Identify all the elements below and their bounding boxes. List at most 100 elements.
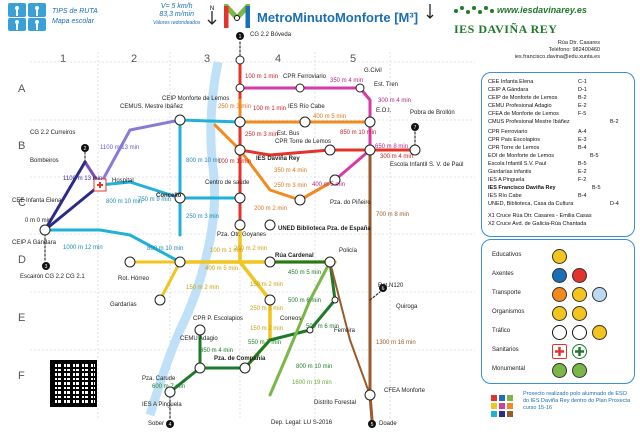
- segment-label: 450 m 5 min: [288, 270, 322, 276]
- station-label: CEIP A Gándara: [12, 240, 56, 246]
- segment-label: 1000 m 12 min: [63, 245, 103, 251]
- station-label: Policía: [339, 248, 358, 254]
- station-label: CEMUS. Mestre Ibáñez: [120, 104, 184, 110]
- badge-4: 4: [169, 422, 172, 428]
- taxi-icon: [592, 287, 607, 302]
- legend-category: Tráfico: [492, 328, 511, 334]
- segment-label: 400 m 5 min: [313, 114, 347, 120]
- legend-category: Educativos: [492, 252, 522, 258]
- school-name: IES DAVIÑA REY: [454, 22, 558, 36]
- segment-label: 300 m 4 min: [380, 154, 414, 160]
- legend-place: X2 Cruce Avd. de Galicia-Rúa Chantada: [488, 221, 587, 227]
- station-label: E.O.I.: [376, 108, 392, 114]
- school-logo-icon: [452, 3, 494, 19]
- legend-category: Sanitarios: [492, 347, 519, 353]
- segment-label: 800 m 10 min: [147, 246, 184, 252]
- legend-category: Monumental: [492, 366, 526, 372]
- segment-label: 800 m 10 min: [106, 199, 143, 205]
- segment-label: 1600 m 19 min: [292, 380, 332, 386]
- station-label: Pza. de Compañía: [214, 356, 266, 362]
- badge-5: 5: [371, 422, 374, 428]
- grid-row-c: C: [18, 197, 26, 209]
- legal-deposit: Dep. Legal: LU S-2016: [271, 420, 333, 426]
- compass-icon: N: [203, 3, 221, 25]
- metrominuto-logo-icon: [223, 3, 251, 30]
- station-label: Sober: [148, 421, 165, 427]
- segment-label: 1300 m 16 min: [376, 340, 416, 346]
- station-label: Pza. do Piñeiro: [330, 200, 371, 206]
- segment-label: 500 m 6 min: [306, 324, 340, 330]
- legend-place: Escola Infantil S.V. Paul: [488, 161, 547, 167]
- station-label: IES Río Cabe: [288, 104, 325, 110]
- svg-text:N: N: [210, 6, 214, 12]
- qr-code[interactable]: [50, 360, 97, 407]
- station-label: Centro de saúde: [205, 180, 250, 186]
- grid-column-5: 5: [350, 53, 357, 65]
- legend-place: CEIP de Monforte de Lemos: [488, 95, 558, 101]
- station-label: Pobra de Brollón: [410, 110, 455, 116]
- town-hall-icon: [572, 306, 587, 321]
- station-label: Correos: [280, 316, 302, 322]
- compass-icon-right: [425, 3, 435, 19]
- station-label: Distrito Forestal: [314, 400, 357, 406]
- train-icon: [572, 287, 587, 302]
- station-label: Rot. Hórreo: [118, 276, 150, 282]
- segment-label: 350 m 4 min: [274, 168, 308, 174]
- station-label: CG 2.2 Curreiros: [30, 130, 76, 136]
- legend-category: Organismos: [492, 309, 525, 315]
- segment-label: 100 m 1 min: [210, 248, 244, 254]
- grid-row-d: D: [18, 254, 26, 266]
- legend-place: CFEA de Monforte de Lemos: [488, 111, 559, 117]
- station-label: Hospital: [112, 178, 134, 184]
- segment-label: 600 m 7 min: [152, 384, 186, 390]
- castle-icon: [572, 363, 587, 378]
- project-logo-icon: [488, 392, 518, 422]
- segment-label: 550 m 7 min: [248, 340, 282, 346]
- segment-label: 150 m 2 min: [186, 285, 220, 291]
- segment-label: 850 m 10 min: [340, 130, 377, 136]
- badge-2: 2: [84, 146, 87, 152]
- grid-row-f: F: [18, 370, 25, 382]
- segment-label: 250 m 3 min: [218, 104, 252, 110]
- tips-title: TIPS de RUTA Mapa escolar: [52, 8, 98, 25]
- firefighters-icon: [572, 268, 587, 283]
- station-label: Pza. Otr. Goyanes: [217, 232, 267, 238]
- station-label: Quiroga: [396, 304, 418, 310]
- station-label: CEMU Adagio: [180, 336, 218, 342]
- legend-place: CMUS Profesional Mestre Ibáñez: [488, 119, 570, 125]
- legend-place: CPR Pais Escolapios: [488, 137, 540, 143]
- hospital-icon: [552, 344, 567, 359]
- station-label: CPR Torre de Lemos: [275, 139, 331, 145]
- website-link[interactable]: www.iesdavinarey.es: [497, 5, 587, 15]
- building-icon: [552, 306, 567, 321]
- station-label: CPR P. Escolapios: [193, 316, 243, 322]
- station-label: CG 2.2 Bóveda: [250, 32, 292, 38]
- station-label: Gardarías: [110, 302, 137, 308]
- segment-label: 150 m 2 min: [250, 326, 284, 332]
- badge-6: 6: [382, 286, 385, 292]
- grid-column-4: 4: [275, 53, 282, 65]
- segment-label: 100 m 1 min: [218, 159, 252, 165]
- badge-7: 7: [414, 125, 417, 131]
- station-label: Est. Tren: [374, 82, 399, 88]
- legend-place: IES Francisco Daviña Rey: [488, 185, 556, 191]
- station-label: Pza. Carude: [142, 376, 176, 382]
- school-address: Rúa Dtr. Casares Teléfono: 982400460 ies…: [514, 40, 600, 60]
- segment-label: 400 m 5 min: [205, 266, 239, 272]
- grid-row-a: A: [18, 83, 26, 95]
- station-label: G.Civil: [364, 68, 382, 74]
- station-label: Bombeiros: [30, 158, 59, 164]
- segment-label: 350 m 4 min: [330, 78, 364, 84]
- legend-place: IES Río Cabe: [488, 193, 522, 199]
- station-label: CPR Ferroviario: [283, 74, 327, 80]
- police-icon: [552, 268, 567, 283]
- segment-label: 250 m 3 min: [245, 132, 279, 138]
- legend-place: EOI de Monforte de Lemos: [488, 153, 555, 159]
- segment-label: 100 m 1 min: [245, 74, 279, 80]
- legend-place: X1 Cruce Rúa Dtr. Casares - Emilia Casas: [488, 213, 592, 219]
- legend-place: CPR Ferroviario: [488, 129, 528, 135]
- grid-row-e: E: [18, 312, 26, 324]
- station-label: CEIP Monforte de Lemos: [162, 96, 230, 102]
- station-label: Doade: [379, 421, 397, 427]
- station-label: CFEA Monforte: [384, 388, 426, 394]
